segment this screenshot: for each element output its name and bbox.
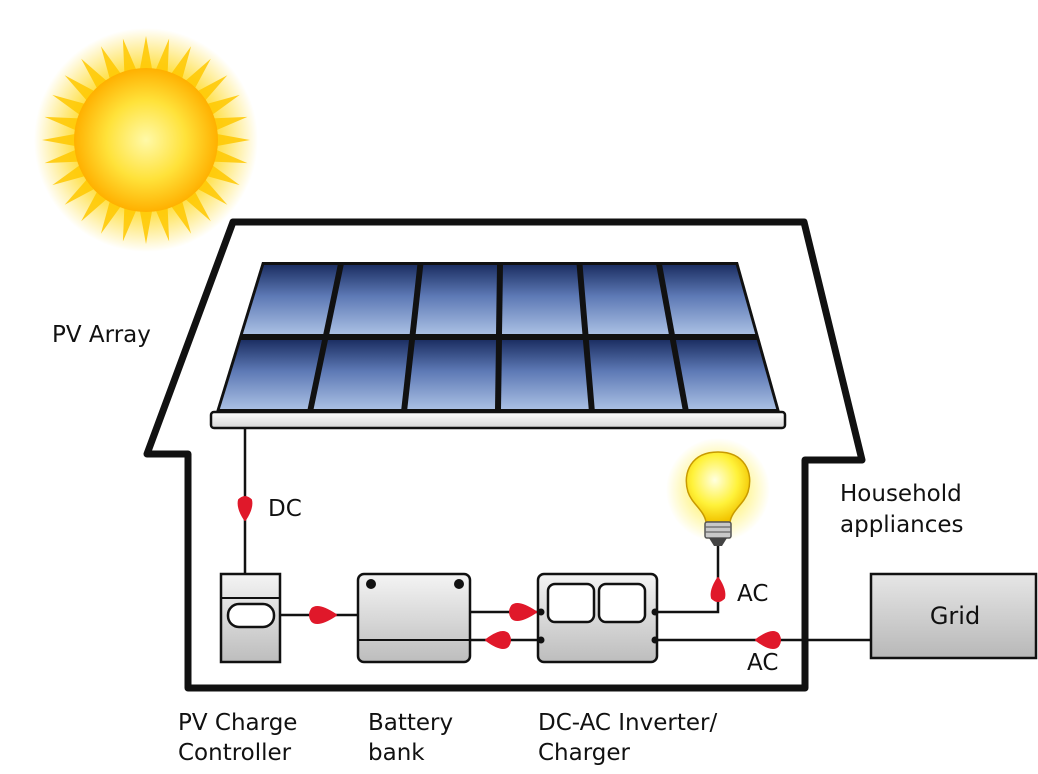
inverter-charger <box>536 572 659 664</box>
arrow-ac-up-to-lamp <box>710 577 726 602</box>
solar-cell <box>242 265 338 334</box>
ac-lamp-label: AC <box>737 581 769 607</box>
sun-ray <box>212 116 248 131</box>
sun-ray <box>81 190 108 222</box>
grid-label: Grid <box>929 602 981 630</box>
arrow-dc-down <box>237 496 253 521</box>
solar-cell <box>415 265 497 334</box>
sun-ray <box>81 58 108 90</box>
sun-ray <box>215 133 250 147</box>
sun-icon <box>34 28 258 252</box>
sun-ray <box>52 94 86 116</box>
inverter-label-line1: DC-AC Inverter/ <box>538 710 718 736</box>
solar-cell <box>662 265 756 334</box>
charge-controller-label-line1: PV Charge <box>178 710 298 736</box>
solar-cell <box>219 340 322 409</box>
household-label-line2: appliances <box>840 512 964 538</box>
arrow-inverter-to-battery <box>485 631 511 649</box>
dc-label: DC <box>268 496 302 522</box>
solar-cell <box>588 340 683 409</box>
sun-ray <box>42 133 77 147</box>
battery-bank <box>356 572 472 664</box>
sun-ray <box>155 38 170 74</box>
sun-ray <box>64 178 96 205</box>
sun-ray <box>139 209 153 244</box>
solar-cell <box>675 340 777 409</box>
sun-ray <box>122 38 137 74</box>
pv-array-panel <box>209 262 787 430</box>
sun-ray <box>44 149 80 164</box>
ac-grid-label: AC <box>747 650 779 676</box>
sun-ray <box>64 75 96 102</box>
solar-cell <box>407 340 496 409</box>
pv-array-label: PV Array <box>52 322 151 348</box>
sun-ray <box>52 164 86 186</box>
solar-cell <box>313 340 409 409</box>
sun-ray <box>100 46 122 80</box>
battery-label-line1: Battery <box>368 710 454 736</box>
battery-terminal-negative <box>366 579 376 589</box>
sun-ray <box>139 36 153 71</box>
sun-ray <box>170 46 192 80</box>
sun-ray <box>196 178 228 205</box>
sun-ray <box>206 94 240 116</box>
wire-inverter-to-lamp <box>657 545 720 614</box>
inverter-label-line2: Charger <box>538 740 630 766</box>
charge-controller-label-line2: Controller <box>178 740 292 766</box>
sun-ray <box>100 200 122 234</box>
solar-cell <box>501 340 589 409</box>
arrow-controller-to-battery <box>309 606 337 624</box>
arrow-battery-to-inverter <box>509 603 537 621</box>
light-bulb-icon <box>666 438 770 546</box>
battery-label-line2: bank <box>368 740 425 766</box>
sun-ray <box>184 58 211 90</box>
flow-arrows <box>237 496 781 649</box>
sun-ray <box>212 149 248 164</box>
arrow-grid-to-inverter <box>755 631 781 649</box>
sun-ray <box>44 116 80 131</box>
sun-ray <box>196 75 228 102</box>
sun-ray <box>184 190 211 222</box>
solar-cell <box>502 265 583 334</box>
solar-cell <box>329 265 418 334</box>
sun-ray <box>170 200 192 234</box>
pv-charge-controller <box>219 572 282 664</box>
sun-ray <box>206 164 240 186</box>
solar-cell <box>582 265 669 334</box>
battery-terminal-positive <box>454 579 464 589</box>
grid-box <box>869 572 1038 660</box>
sun-ray <box>122 206 137 242</box>
household-label-line1: Household <box>840 481 962 507</box>
sun-ray <box>155 206 170 242</box>
